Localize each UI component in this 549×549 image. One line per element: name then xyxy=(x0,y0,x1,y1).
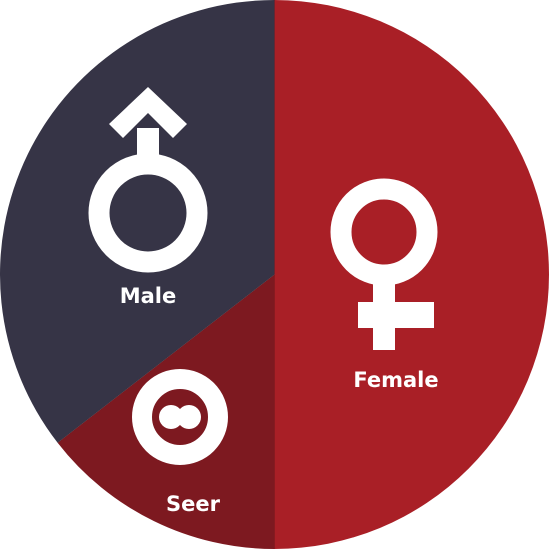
pie-slice-male xyxy=(0,0,275,443)
female-symbol-icon xyxy=(330,178,438,350)
male-symbol-icon xyxy=(88,87,208,273)
pie-dividers xyxy=(57,0,275,549)
seer-symbol-icon xyxy=(132,369,228,465)
seer-label: Seer xyxy=(166,492,221,516)
male-label: Male xyxy=(120,284,177,308)
pie-divider-2 xyxy=(57,274,275,444)
female-label: Female xyxy=(353,368,438,392)
